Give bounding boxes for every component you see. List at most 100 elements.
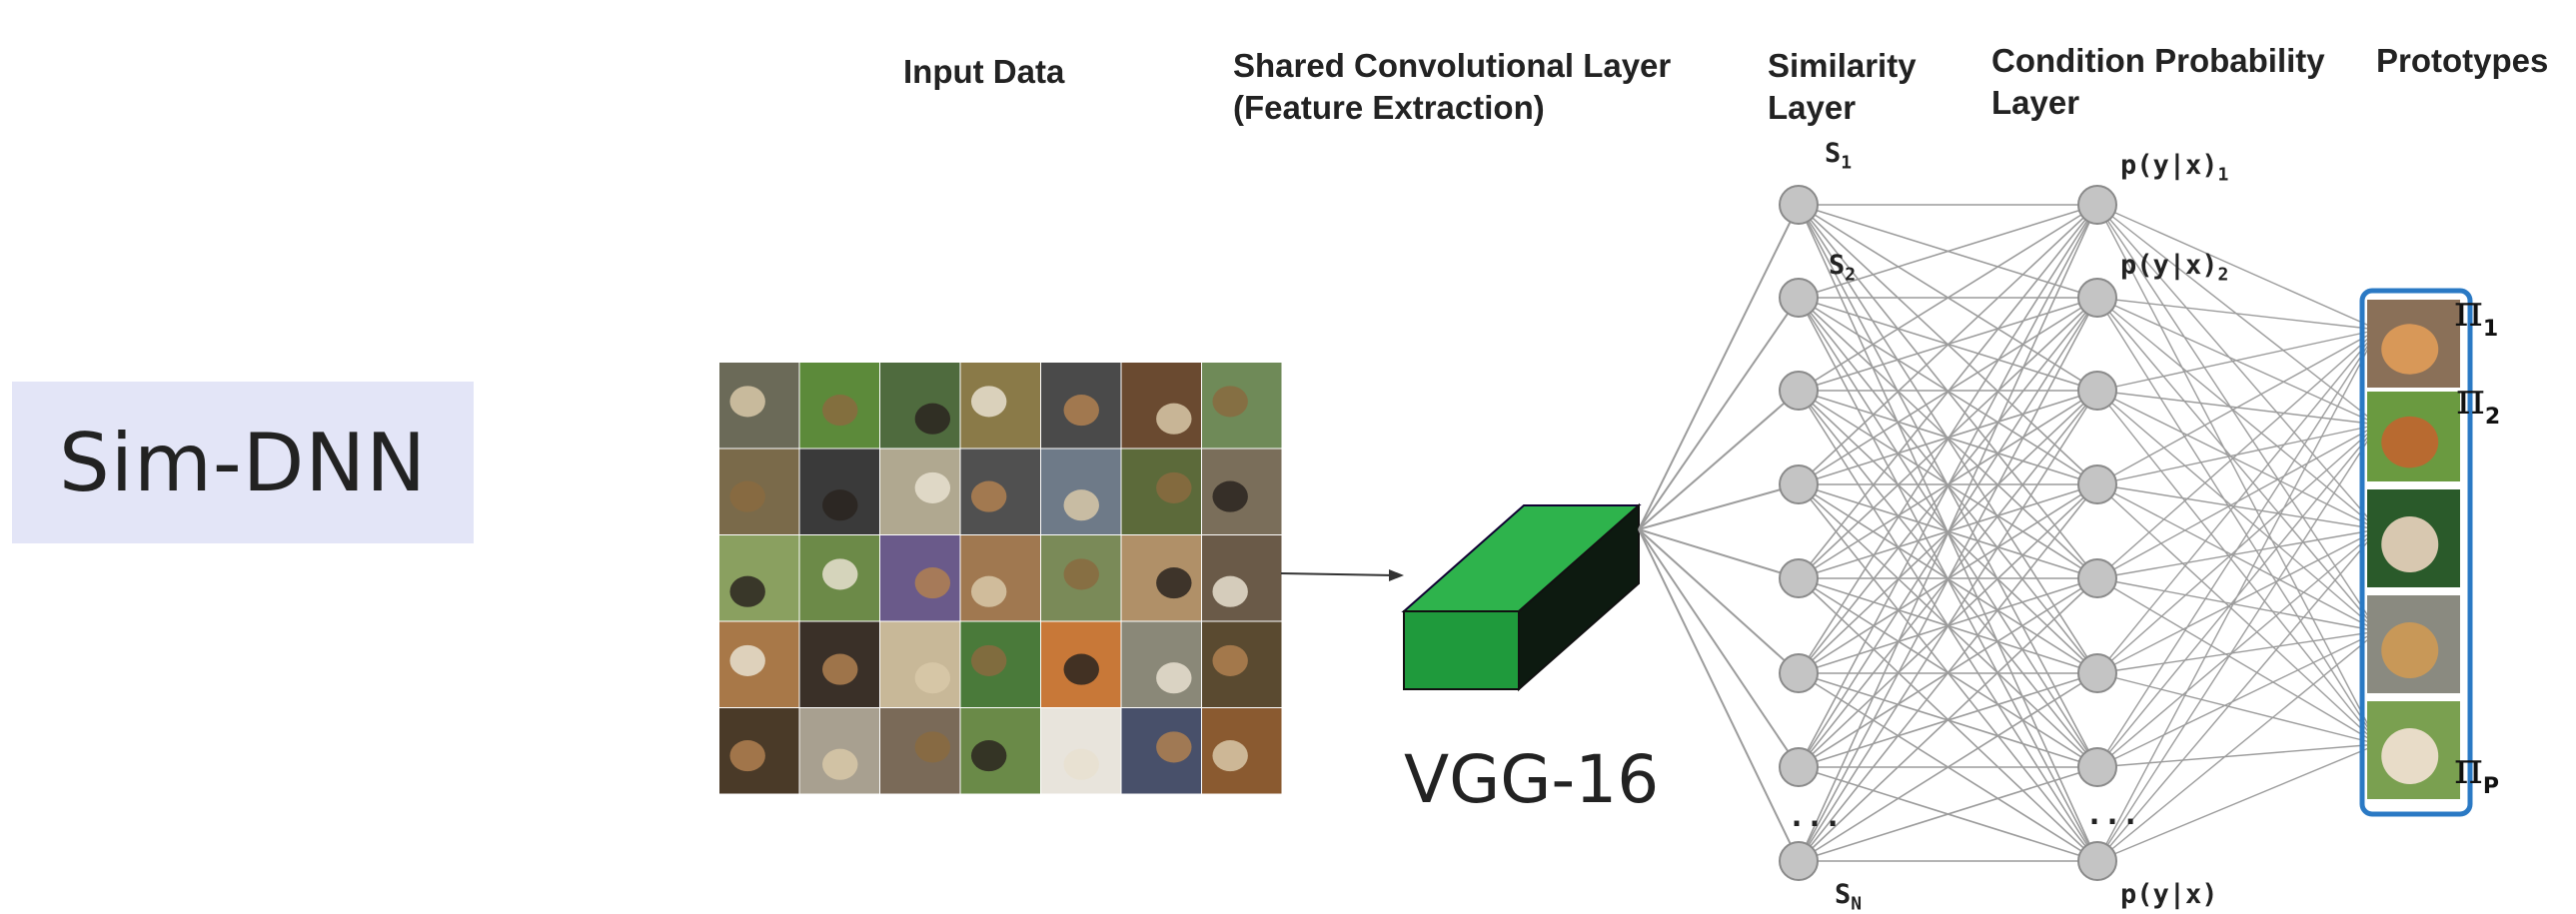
prototype-label-1: π1 [2454, 286, 2499, 342]
network-nodes [1779, 185, 2117, 881]
probability-to-prototype-edge [2096, 329, 2379, 862]
similarity-to-probability-edge [1798, 204, 2098, 579]
dog-photo-shape [1212, 644, 1248, 676]
dog-photo-shape [822, 748, 858, 780]
probability-to-prototype-edge [2096, 630, 2379, 862]
dog-photo-shape [1063, 395, 1099, 427]
probability-to-prototype-edge [2096, 743, 2379, 862]
dog-photo-shape [822, 558, 858, 590]
dog-photo-shape [914, 567, 951, 599]
arrowhead [1389, 569, 1404, 581]
dog-photo-shape [1063, 653, 1099, 685]
dog-photo-shape [729, 480, 765, 512]
dog-photo-shape [1212, 575, 1248, 607]
dog-photo-shape [822, 395, 858, 427]
similarity-node [1779, 371, 1819, 411]
probability-to-prototype-edge [2096, 204, 2379, 530]
similarity-ellipsis: ... [1788, 799, 1843, 834]
input-image-tile [1202, 535, 1282, 621]
dog-photo-shape [970, 740, 1007, 772]
dog-photo-shape [729, 644, 765, 676]
probability-to-prototype-edge [2096, 297, 2379, 530]
similarity-to-probability-edge [1798, 672, 2098, 862]
similarity-node-label-first: S1 [1825, 138, 1853, 174]
vgg16-feature-block [1401, 502, 1642, 692]
probability-to-prototype-edge [2096, 424, 2379, 862]
probability-to-prototype-edge [2096, 528, 2379, 862]
prototype-dog-shape [2381, 516, 2439, 572]
dog-photo-shape [914, 662, 951, 694]
probability-to-prototype-edge [2096, 630, 2379, 768]
similarity-to-probability-edge [1798, 766, 2098, 862]
dog-photo-shape [1156, 567, 1192, 599]
similarity-node [1779, 558, 1819, 598]
prototypes-box [2359, 288, 2473, 817]
backbone-label: VGG-16 [1404, 741, 1660, 818]
cnn-to-similarity-edge [1638, 528, 1800, 862]
input-to-cnn-arrow [1280, 572, 1395, 576]
probability-to-prototype-edge [2096, 528, 2379, 768]
probability-node [2077, 653, 2117, 693]
probability-node [2077, 841, 2117, 881]
dog-photo-shape [970, 480, 1007, 512]
similarity-node [1779, 278, 1819, 318]
similarity-to-probability-edge [1798, 297, 2098, 862]
input-image-grid [719, 363, 1282, 794]
input-image-tile [880, 621, 960, 707]
input-image-tile [1121, 363, 1201, 449]
input-data-header: Input Data [903, 53, 1065, 90]
probability-to-prototype-edge [2096, 297, 2379, 331]
probability-ellipsis: ... [2085, 797, 2140, 832]
cond-prob-header-line1: Condition Probability [1991, 42, 2325, 79]
probability-node [2077, 278, 2117, 318]
similarity-header-line1: Similarity [1768, 47, 1917, 84]
dog-photo-shape [914, 403, 951, 435]
dog-photo-shape [822, 489, 858, 521]
similarity-header-line2: Layer [1768, 89, 1857, 126]
probability-to-prototype-edge [2096, 483, 2379, 632]
similarity-to-probability-edge [1798, 204, 2098, 299]
dog-photo-shape [1063, 748, 1099, 780]
prototype-images [2367, 300, 2460, 799]
probability-to-prototype-edge [2096, 204, 2379, 426]
probability-node [2077, 371, 2117, 411]
cnn-to-similarity-edge [1638, 483, 1800, 530]
cond-prob-header-line2: Layer [1991, 84, 2080, 121]
probability-to-prototype-edge [2096, 483, 2379, 745]
probability-to-prototype-edge [2096, 577, 2379, 745]
prototype-label-2: π2 [2456, 374, 2501, 430]
dog-photo-shape [1156, 403, 1192, 435]
dog-photo-shape [970, 644, 1007, 676]
probability-to-prototype-edge [2096, 329, 2379, 392]
prototype-dog-shape [2381, 416, 2439, 468]
model-name-box: Sim-DNN [12, 382, 474, 543]
dog-photo-shape [1212, 480, 1248, 512]
input-image-tile [719, 535, 799, 621]
dog-photo-shape [1212, 386, 1248, 418]
probability-to-prototype-edge [2096, 743, 2379, 768]
similarity-to-probability-edge [1798, 204, 2098, 392]
prototype-dog-shape [2381, 728, 2439, 784]
probability-to-prototype-edge [2096, 390, 2379, 632]
dog-photo-shape [1063, 558, 1099, 590]
probability-to-prototype-edge [2096, 297, 2379, 426]
probability-node [2077, 558, 2117, 598]
dog-photo-shape [1156, 662, 1192, 694]
input-image-tile [1121, 621, 1201, 707]
dog-photo-shape [729, 386, 765, 418]
probability-node [2077, 747, 2117, 787]
probability-to-prototype-edge [2096, 329, 2379, 579]
probability-to-prototype-edge [2096, 630, 2379, 674]
similarity-to-probability-edge [1798, 204, 2098, 768]
cnn-block-front [1403, 610, 1520, 690]
probability-node-label-second: p(y|x)2 [2120, 250, 2229, 286]
probability-to-prototype-edge [2096, 483, 2379, 530]
similarity-node [1779, 464, 1819, 504]
shared-conv-header-line2: (Feature Extraction) [1233, 89, 1545, 126]
cnn-to-similarity-edge [1638, 528, 1800, 674]
similarity-to-probability-edge [1798, 390, 2098, 862]
cnn-to-similarity-edge [1638, 528, 1800, 768]
similarity-to-probability-edge [1798, 483, 2098, 862]
probability-to-prototype-edge [2096, 204, 2379, 632]
